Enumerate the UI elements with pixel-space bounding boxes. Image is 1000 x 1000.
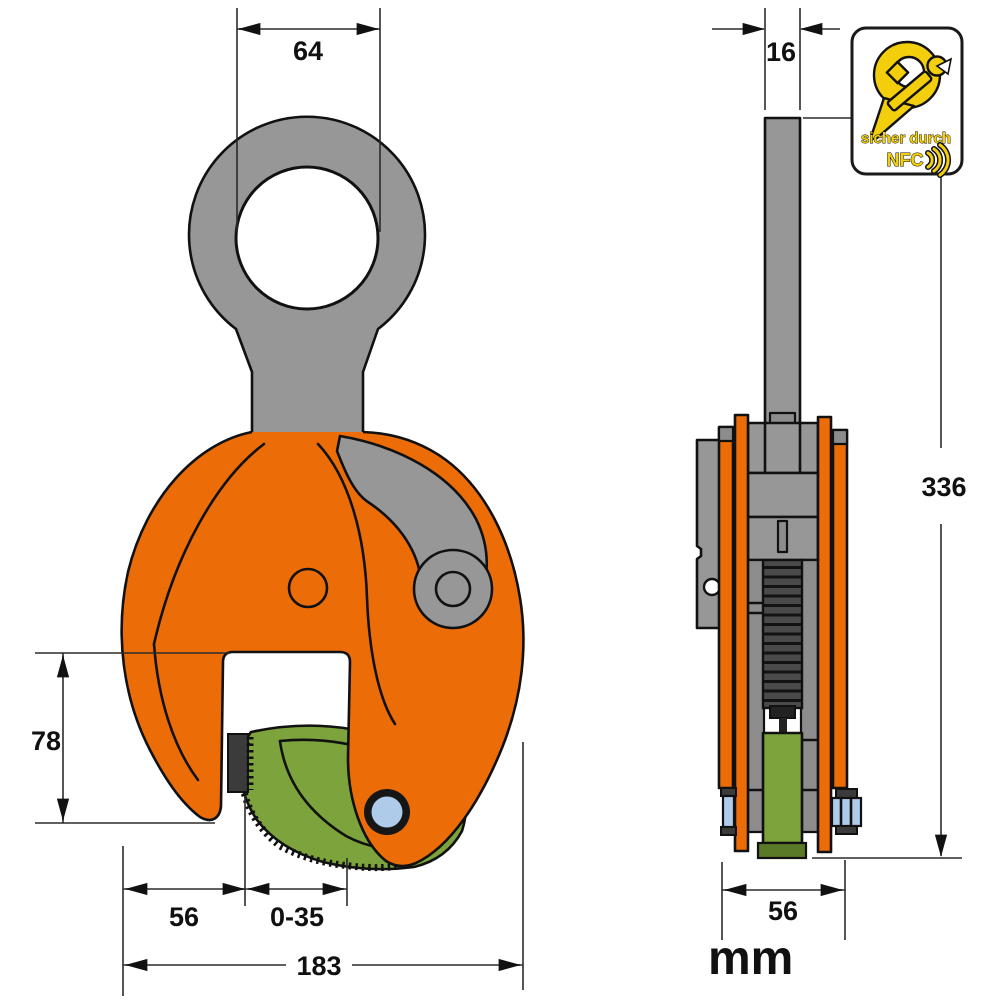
spring-pin-top — [776, 519, 789, 554]
side-plate-left-inner — [733, 413, 750, 853]
dim-overall-width: 183 — [296, 951, 341, 981]
dim-jaw-opening-height: 78 — [31, 726, 61, 756]
pin-wrench-icon — [870, 40, 953, 141]
inner-block-1 — [746, 471, 820, 519]
side-plate-left-outer — [717, 425, 735, 790]
dimension-annotations: 64 16 336 78 56 0-35 — [31, 8, 967, 996]
cam-side — [761, 731, 804, 845]
body-inner-contours — [152, 442, 397, 782]
side-plate-right-outer — [831, 428, 849, 790]
logo-tagline: sicher durch — [861, 130, 951, 147]
pivot-pin — [364, 789, 410, 835]
release-lever — [335, 434, 494, 630]
side-view — [695, 116, 863, 860]
dim-clamping-range: 0-35 — [270, 902, 324, 932]
signal-waves-icon — [925, 142, 951, 178]
top-boss — [746, 421, 820, 475]
fixed-jaw-pad — [227, 733, 254, 793]
front-view — [120, 115, 525, 872]
left-bolt — [720, 787, 737, 836]
side-plate-right-inner — [816, 415, 833, 854]
dim-plate-thickness: 16 — [766, 37, 796, 67]
dim-left-section-width: 56 — [169, 902, 199, 932]
side-plate-left-cap — [717, 425, 735, 443]
right-bolt — [830, 788, 863, 835]
body-hole — [287, 567, 329, 609]
nfc-logo: sicher durch NFC — [850, 26, 964, 178]
side-plate-right-cap — [831, 428, 849, 446]
unit-label: mm — [708, 932, 793, 985]
dim-overall-height: 336 — [921, 472, 966, 502]
logo-brand: NFC — [887, 150, 924, 170]
bracket-hole — [702, 577, 722, 597]
eye-hole — [234, 165, 380, 311]
tension-spring — [761, 558, 804, 736]
dim-eye-width: 64 — [293, 36, 323, 66]
cam-side-base — [756, 841, 808, 860]
dim-body-width: 56 — [768, 896, 798, 926]
